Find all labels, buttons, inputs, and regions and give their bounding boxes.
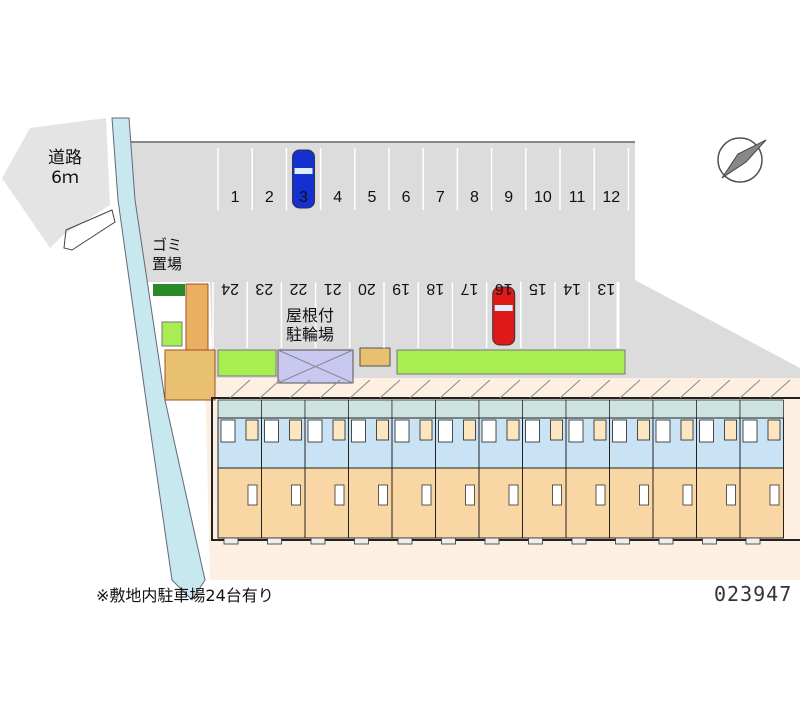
bike-label-line2: 駐輪場 [286,325,335,344]
green-strip [161,321,183,347]
parking-space-number: 24 [221,280,239,297]
apartment-unit [696,399,741,545]
walkway-hatch [679,379,701,399]
road-name: 道路 [48,148,82,168]
road-structure [63,209,116,251]
parking-note: ※敷地内駐車場24台有り [96,586,274,605]
parking-space-number: 12 [602,189,620,206]
walkway-hatch [589,379,611,399]
bike-label-line1: 屋根付 [286,306,335,325]
garbage-area [153,284,185,296]
walkway-hatch [709,379,731,399]
walkway-hatch [439,379,461,399]
parking-space-number: 7 [436,189,445,206]
apartment-unit [435,399,480,545]
property-code: 023947 [714,582,793,606]
parking-space-number: 1 [231,189,240,206]
apartment-unit [522,399,567,545]
walkway-hatch [649,379,671,399]
walkway-hatch [349,379,371,399]
parking-space-number: 8 [470,189,479,206]
walkway-hatch [739,379,761,399]
apartment-unit [609,399,654,545]
road-label: 道路 6ｍ [48,148,82,188]
parking-space-number: 13 [597,280,615,297]
parking-space-number: 22 [290,280,308,297]
walkway-hatch [469,379,491,399]
canal [111,117,206,601]
apartment-unit [652,399,697,545]
walkway-hatch [529,379,551,399]
green-strip [396,349,626,375]
walkway-hatch [319,379,341,399]
apartment-unit [304,399,349,545]
parking-space-number: 2 [265,189,274,206]
green-strip [217,349,277,377]
garbage-label: ゴミ 置場 [152,236,182,274]
parking-space-number: 14 [563,280,581,297]
parking-space-number: 20 [358,280,376,297]
walkway-hatch [769,379,791,399]
garbage-label-line2: 置場 [152,255,183,273]
walkway-hatch [409,379,431,399]
walkway-hatch [289,379,311,399]
apartment-unit [348,399,393,545]
bike-parking-label: 屋根付 駐輪場 [286,306,334,344]
parking-space-number: 10 [534,189,552,206]
apartment-unit [217,399,262,545]
apartment-unit [478,399,523,545]
apartment-unit [261,399,306,545]
parking-space-number: 19 [392,280,410,297]
parking-space-number: 21 [324,280,342,297]
parking-space-number: 6 [402,189,411,206]
walkway-hatch [559,379,581,399]
paved-path [164,349,216,401]
compass-icon [717,137,767,183]
parking-space-number: 18 [426,280,444,297]
parking-space-number: 9 [504,189,513,206]
apartment-unit [565,399,610,545]
apartment-unit [739,399,784,545]
storage [359,347,391,367]
apartment-units [211,379,800,545]
parking-space-number: 4 [333,189,342,206]
garbage-label-line1: ゴミ [152,236,183,254]
parking-lot-extension [635,280,800,378]
parking-space-number: 16 [495,280,513,297]
walkway-hatch [379,379,401,399]
road-width: 6ｍ [51,168,79,188]
walkway-hatch [499,379,521,399]
walkway-hatch [259,379,281,399]
parking-space-number: 15 [529,280,547,297]
apartment-building [211,397,800,541]
walkway-hatch [229,379,251,399]
parking-space-number: 17 [461,280,479,297]
parking-space-number: 5 [367,189,376,206]
apartment-unit [391,399,436,545]
parking-space-number: 11 [569,189,586,206]
road-area [2,118,110,248]
walkway-hatch [619,379,641,399]
parking-space-number: 23 [255,280,273,297]
parked-car-icon [492,286,516,346]
parked-car-icon [292,149,315,209]
parking-space-number: 3 [299,189,308,206]
